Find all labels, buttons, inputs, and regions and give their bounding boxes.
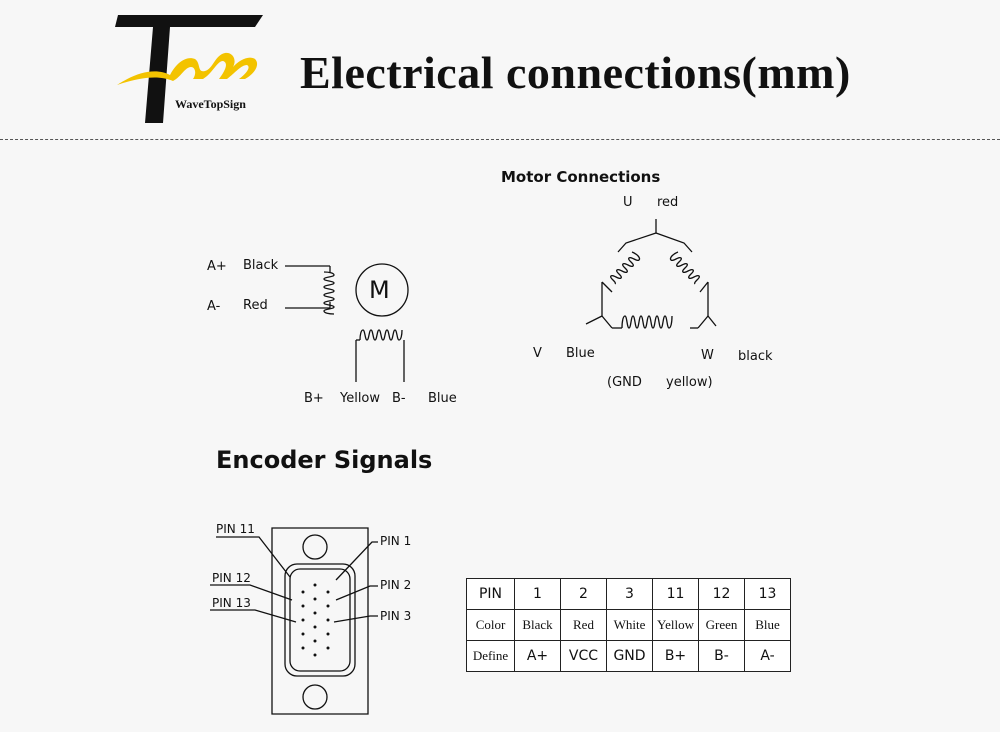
label-b-plus: B+ — [304, 391, 324, 406]
table-cell: 12 — [698, 578, 745, 610]
db15-connector — [210, 527, 378, 715]
pin-definition-table: PIN 1 2 3 11 12 13 Color Black Red White… — [466, 578, 791, 672]
label-pin-13: PIN 13 — [212, 596, 251, 610]
label-a-minus: A- — [207, 299, 221, 314]
table-cell: A+ — [514, 640, 561, 672]
label-u: U — [623, 195, 633, 210]
table-cell: 2 — [560, 578, 607, 610]
table-cell: 13 — [744, 578, 791, 610]
label-v-color: Blue — [566, 346, 595, 361]
label-b-plus-color: Yellow — [340, 391, 381, 406]
label-v: V — [533, 346, 542, 361]
label-pin-2: PIN 2 — [380, 578, 412, 592]
motor-triangle — [585, 219, 717, 329]
label-a-plus-color: Black — [243, 258, 279, 273]
row-label: Define — [466, 640, 515, 672]
page-title: Electrical connections(mm) — [300, 47, 851, 98]
label-pin-11: PIN 11 — [216, 522, 255, 536]
db15-pins — [301, 583, 330, 657]
table-cell: Blue — [744, 609, 791, 641]
table-cell: Yellow — [652, 609, 699, 641]
table-row: PIN 1 2 3 11 12 13 — [466, 578, 791, 610]
table-cell: B+ — [652, 640, 699, 672]
motor-symbol-label: M — [369, 276, 390, 304]
label-w: W — [701, 348, 714, 363]
table-cell: B- — [698, 640, 745, 672]
label-pin-1: PIN 1 — [380, 534, 412, 548]
table-cell: VCC — [560, 640, 607, 672]
header-divider — [0, 139, 1000, 140]
table-cell: 11 — [652, 578, 699, 610]
label-b-minus: B- — [392, 391, 406, 406]
label-a-minus-color: Red — [243, 298, 268, 313]
table-cell: Green — [698, 609, 745, 641]
motor-connections-title: Motor Connections — [501, 168, 661, 186]
label-a-plus: A+ — [207, 259, 227, 274]
label-b-minus-color: Blue — [428, 391, 457, 406]
table-cell: White — [606, 609, 653, 641]
label-pin-12: PIN 12 — [212, 571, 251, 585]
label-w-note: yellow) — [666, 375, 713, 390]
label-pin-3: PIN 3 — [380, 609, 412, 623]
table-row: Define A+ VCC GND B+ B- A- — [466, 640, 791, 672]
table-cell: Black — [514, 609, 561, 641]
encoder-signals-title: Encoder Signals — [216, 446, 433, 474]
motor-symbol — [355, 263, 409, 317]
table-cell: A- — [744, 640, 791, 672]
table-cell: Red — [560, 609, 607, 641]
table-cell: GND — [606, 640, 653, 672]
label-v-note: (GND — [607, 375, 642, 390]
wavetopsign-logo: WaveTopSign — [115, 15, 263, 123]
stepper-a-coil — [285, 265, 335, 315]
label-w-color: black — [738, 349, 773, 364]
row-label: PIN — [466, 578, 515, 610]
stepper-b-coil — [355, 329, 405, 382]
table-cell: 3 — [606, 578, 653, 610]
brand-name: WaveTopSign — [175, 97, 246, 111]
label-u-color: red — [657, 195, 679, 210]
table-row: Color Black Red White Yellow Green Blue — [466, 609, 791, 641]
row-label: Color — [466, 609, 515, 641]
table-cell: 1 — [514, 578, 561, 610]
